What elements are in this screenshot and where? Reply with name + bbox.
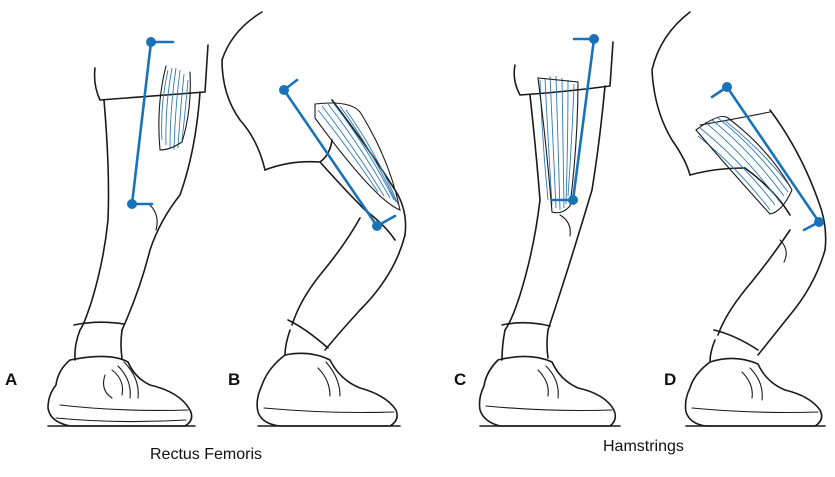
panel-label-c: C — [454, 370, 466, 390]
panel-b-measurement — [279, 80, 395, 231]
caption-hamstrings: Hamstrings — [603, 438, 684, 456]
panel-label-b: B — [228, 370, 240, 390]
panel-c-muscle — [538, 76, 578, 213]
panel-d-muscle — [696, 117, 792, 215]
panel-c-leg — [480, 42, 621, 426]
panel-d-leg — [652, 12, 826, 426]
panel-label-d: D — [664, 370, 676, 390]
panel-b-leg — [222, 12, 406, 426]
panel-a-muscle — [159, 66, 190, 150]
panel-a-leg — [48, 45, 208, 426]
caption-rectus-femoris: Rectus Femoris — [150, 446, 262, 464]
panel-b-muscle — [315, 103, 400, 210]
panel-label-a: A — [5, 370, 17, 390]
